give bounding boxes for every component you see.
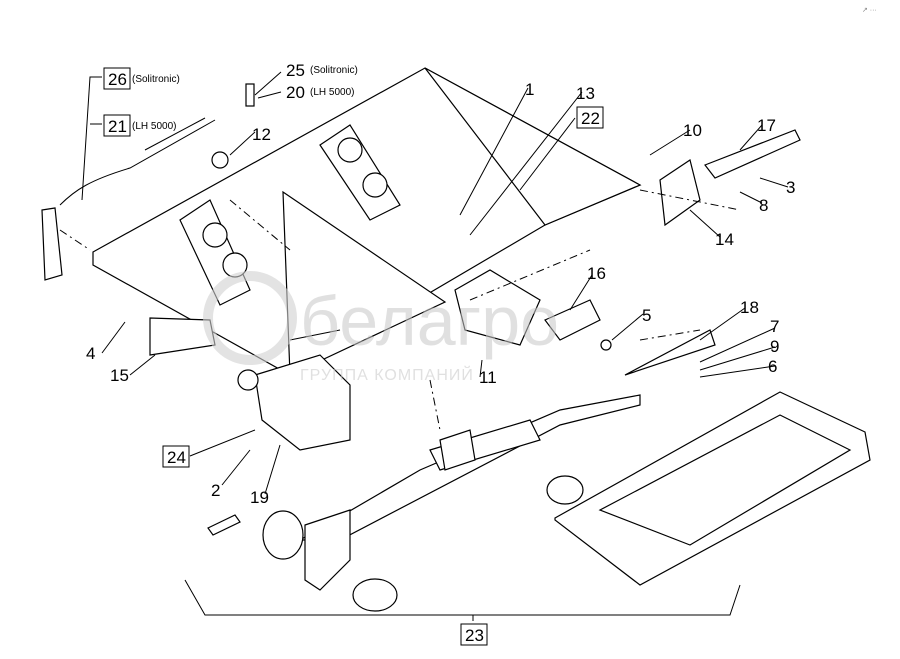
callout-16: 16 — [587, 264, 606, 283]
callout-number: 16 — [587, 264, 606, 283]
small-parts — [41, 83, 801, 536]
callout-9: 9 — [770, 337, 779, 356]
callout-13: 13 — [576, 84, 595, 103]
callout-21: 21 (LH 5000) — [103, 114, 176, 137]
callout-5: 5 — [642, 306, 651, 325]
callout-number: 7 — [770, 317, 779, 336]
svg-text:ГРУППА КОМПАНИЙ: ГРУППА КОМПАНИЙ — [300, 365, 474, 384]
callout-note: (Solitronic) — [310, 65, 358, 76]
callout-4: 4 — [86, 344, 95, 363]
callout-number: 20 — [286, 83, 305, 102]
callout-box — [576, 106, 604, 129]
callout-box — [103, 114, 131, 137]
callout-box — [103, 67, 131, 90]
callout-number: 17 — [757, 116, 776, 135]
callout-number: 14 — [715, 230, 734, 249]
callout-number: 25 — [286, 61, 305, 80]
hopper-frame — [92, 67, 642, 376]
callout-1: 1 — [525, 80, 534, 99]
tray — [554, 391, 871, 586]
callout-3: 3 — [786, 178, 795, 197]
callout-17: 17 — [757, 116, 776, 135]
callout-number: 8 — [759, 196, 768, 215]
callout-box — [460, 623, 488, 646]
callout-25: 25 (Solitronic) — [286, 61, 358, 80]
callout-19: 19 — [250, 488, 269, 507]
callout-number: 26 — [108, 70, 127, 89]
callout-number: 6 — [768, 357, 777, 376]
callout-15: 15 — [110, 366, 129, 385]
svg-text:белагро: белагро — [300, 282, 559, 360]
callout-number: 23 — [465, 626, 484, 645]
callout-number: 13 — [576, 84, 595, 103]
callout-number: 11 — [479, 368, 497, 387]
callout-number: 22 — [581, 109, 600, 128]
callout-number: 24 — [167, 448, 186, 467]
callout-12: 12 — [252, 125, 271, 144]
callout-number: 4 — [86, 344, 95, 363]
callout-number: 19 — [250, 488, 269, 507]
callout-20: 20 (LH 5000) — [286, 83, 354, 102]
callout-note: (LH 5000) — [310, 87, 354, 98]
watermark-logo: белагро ГРУППА КОМПАНИЙ — [203, 271, 559, 384]
callout-box — [162, 445, 190, 468]
callout-number: 18 — [740, 298, 759, 317]
callout-7: 7 — [770, 317, 779, 336]
callout-23: 23 — [460, 623, 488, 646]
callout-number: 2 — [211, 481, 220, 500]
callout-number: 3 — [786, 178, 795, 197]
callout-2: 2 — [211, 481, 220, 500]
callout-10: 10 — [683, 121, 702, 140]
callout-8: 8 — [759, 196, 768, 215]
gearbox — [237, 329, 351, 451]
callout-note: (LH 5000) — [132, 121, 176, 132]
callout-6: 6 — [768, 357, 777, 376]
callout-26: 26 (Solitronic) — [103, 67, 180, 90]
callout-18: 18 — [740, 298, 759, 317]
callout-number: 12 — [252, 125, 271, 144]
callout-22: 22 — [576, 106, 604, 129]
callout-number: 1 — [525, 80, 534, 99]
callout-number: 9 — [770, 337, 779, 356]
callout-24: 24 — [162, 445, 190, 468]
shaft-assembly — [262, 394, 641, 612]
callout-number: 10 — [683, 121, 702, 140]
callout-number: 21 — [108, 117, 127, 136]
callout-note: (Solitronic) — [132, 74, 180, 85]
callout-number: 15 — [110, 366, 129, 385]
callout-14: 14 — [715, 230, 734, 249]
callout-number: 5 — [642, 306, 651, 325]
corner-mark: ↗ ··· — [862, 7, 877, 14]
callout-11: 11 — [479, 368, 497, 387]
